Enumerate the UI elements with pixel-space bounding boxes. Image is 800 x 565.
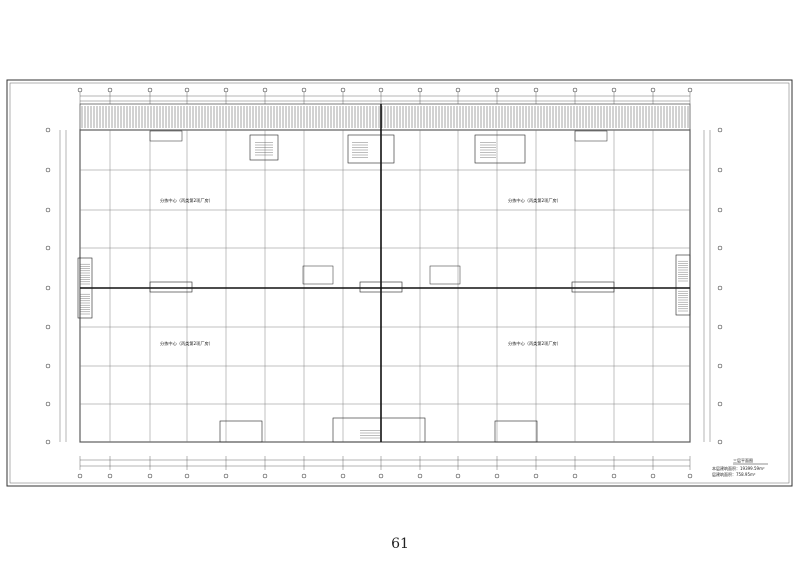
column-grid xyxy=(79,129,691,443)
axis-bubble-bottom xyxy=(184,473,190,479)
axis-bubble-left xyxy=(45,439,51,445)
axis-bubble-bottom xyxy=(455,473,461,479)
duct-block-3 xyxy=(571,281,615,293)
duct-block-1 xyxy=(149,281,193,293)
axis-bubble-left xyxy=(45,207,51,213)
axis-bubble-bottom xyxy=(77,473,83,479)
axis-bubble-bottom xyxy=(494,473,500,479)
ramp-2 xyxy=(429,265,461,285)
axis-bubble-left xyxy=(45,245,51,251)
axis-bubble-top xyxy=(107,87,113,93)
axis-bubble-left xyxy=(45,167,51,173)
axis-bubble-right xyxy=(717,285,723,291)
axis-bubble-top xyxy=(417,87,423,93)
axis-bubbles xyxy=(45,87,723,479)
dimension-lines xyxy=(59,92,711,470)
axis-bubble-right xyxy=(717,363,723,369)
zone-label-top-left: 分拣中心（丙类第2项厂房） xyxy=(160,197,213,204)
stair-core-bottom-1 xyxy=(219,420,263,443)
axis-bubble-right xyxy=(717,127,723,133)
axis-bubble-top xyxy=(301,87,307,93)
axis-bubble-left xyxy=(45,324,51,330)
axis-bubble-bottom xyxy=(533,473,539,479)
axis-bubble-bottom xyxy=(301,473,307,479)
stair-core-top-1 xyxy=(249,134,279,161)
axis-bubble-left xyxy=(45,285,51,291)
drawing-inner-frame xyxy=(9,82,790,484)
stair-core-bottom-2 xyxy=(332,417,426,443)
side-stair-left xyxy=(77,257,93,319)
equip-top-1 xyxy=(149,130,183,142)
equip-top-2 xyxy=(574,130,608,142)
page-number: 61 xyxy=(391,536,409,552)
axis-bubble-right xyxy=(717,245,723,251)
axis-bubble-top xyxy=(572,87,578,93)
area-line-2: 层建筑面积：758.95m² xyxy=(712,471,756,477)
side-stair-right xyxy=(675,254,691,316)
axis-bubble-bottom xyxy=(650,473,656,479)
canopy-hatch xyxy=(81,106,689,128)
axis-bubble-top xyxy=(687,87,693,93)
axis-bubble-bottom xyxy=(611,473,617,479)
axis-bubble-top xyxy=(494,87,500,93)
axis-bubble-top xyxy=(223,87,229,93)
stair-cores xyxy=(77,130,691,443)
axis-bubble-right xyxy=(717,167,723,173)
axis-bubble-top xyxy=(650,87,656,93)
axis-bubble-top xyxy=(340,87,346,93)
stair-core-bottom-3 xyxy=(494,420,538,443)
axis-bubble-bottom xyxy=(417,473,423,479)
stair-core-top-3 xyxy=(474,134,526,164)
ramp-1 xyxy=(302,265,334,285)
area-line-1: 本层建筑面积：19399.59m² xyxy=(712,465,765,471)
axis-bubble-bottom xyxy=(223,473,229,479)
axis-bubble-bottom xyxy=(147,473,153,479)
building-outline xyxy=(79,129,691,443)
drawing-frame xyxy=(6,79,793,487)
axis-bubble-top xyxy=(533,87,539,93)
axis-bubble-bottom xyxy=(378,473,384,479)
zone-label-bottom-right: 分拣中心（丙类第2项厂房） xyxy=(508,340,561,347)
axis-bubble-left xyxy=(45,127,51,133)
axis-bubble-top xyxy=(184,87,190,93)
axis-bubble-top xyxy=(77,87,83,93)
axis-bubble-left xyxy=(45,363,51,369)
axis-bubble-top xyxy=(378,87,384,93)
duct-block-2 xyxy=(359,281,403,293)
axis-bubble-bottom xyxy=(572,473,578,479)
axis-bubble-right xyxy=(717,324,723,330)
axis-bubble-top xyxy=(147,87,153,93)
axis-bubble-right xyxy=(717,439,723,445)
axis-bubble-top xyxy=(611,87,617,93)
stair-treads xyxy=(80,142,688,439)
axis-bubble-bottom xyxy=(340,473,346,479)
axis-bubble-top xyxy=(262,87,268,93)
axis-bubble-top xyxy=(455,87,461,93)
axis-bubble-right xyxy=(717,401,723,407)
stair-core-top-2 xyxy=(347,134,395,164)
axis-bubble-right xyxy=(717,207,723,213)
axis-bubble-bottom xyxy=(687,473,693,479)
zone-label-bottom-left: 分拣中心（丙类第2项厂房） xyxy=(160,340,213,347)
zone-label-top-right: 分拣中心（丙类第2项厂房） xyxy=(508,197,561,204)
axis-bubble-left xyxy=(45,401,51,407)
axis-bubble-bottom xyxy=(262,473,268,479)
drawing-title: 三层平面图 xyxy=(733,457,753,463)
axis-bubble-bottom xyxy=(107,473,113,479)
